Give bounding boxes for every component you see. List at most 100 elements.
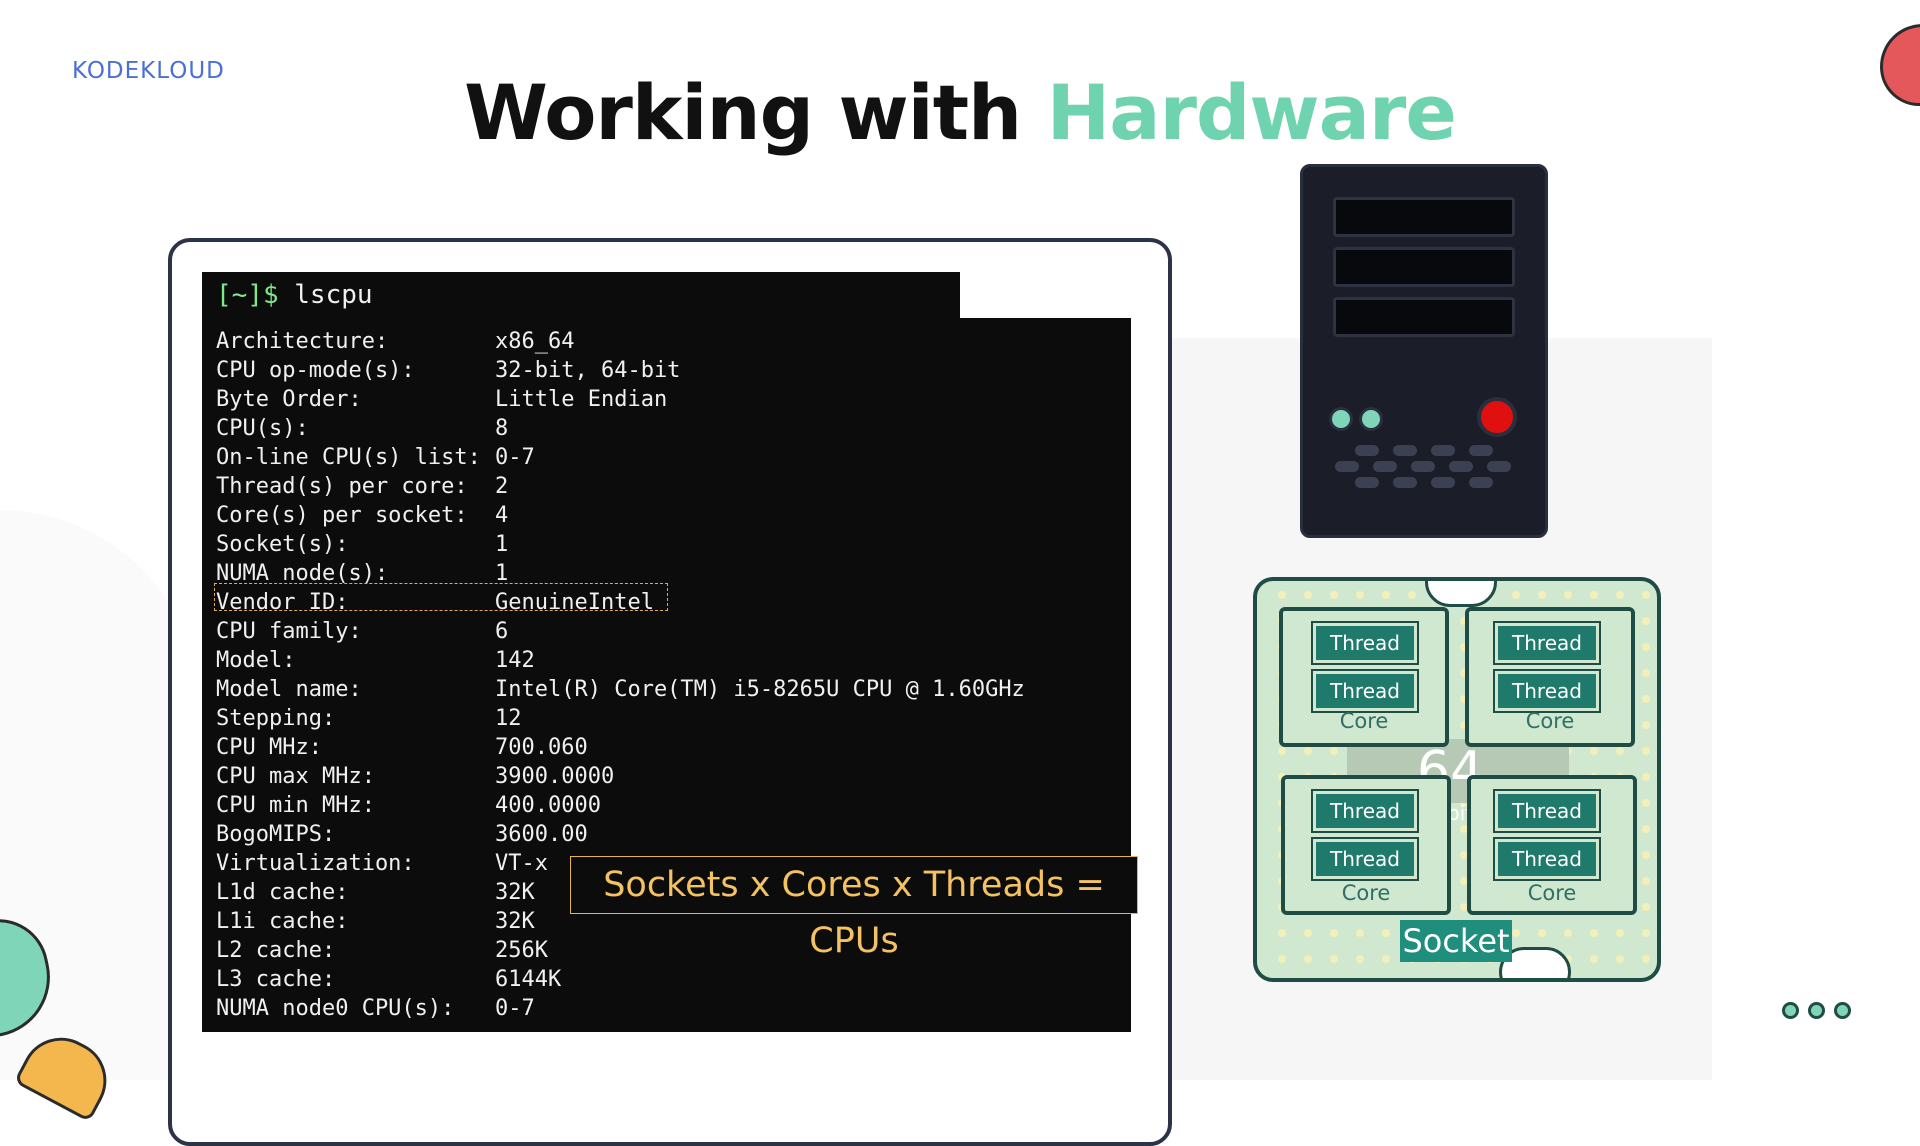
- socket-pin: [1590, 591, 1598, 599]
- vent-slot: [1373, 461, 1397, 472]
- lscpu-value: 32K: [495, 880, 535, 905]
- socket-pin: [1590, 747, 1598, 755]
- socket-pin: [1382, 591, 1390, 599]
- title-highlight: Hardware: [1046, 68, 1457, 157]
- lscpu-key: NUMA node0 CPU(s):: [216, 996, 455, 1021]
- lscpu-key: Model:: [216, 648, 296, 673]
- socket-pin: [1356, 955, 1364, 963]
- drive-bay: [1333, 197, 1515, 237]
- page-title: Working with Hardware: [0, 68, 1920, 157]
- socket-pin: [1616, 591, 1624, 599]
- lscpu-value: 256K: [495, 938, 548, 963]
- socket-pin: [1564, 955, 1572, 963]
- terminal-prompt-bar: [202, 272, 960, 322]
- power-button-icon: [1477, 397, 1517, 437]
- lscpu-value: 142: [495, 648, 535, 673]
- socket-label: Socket: [1400, 920, 1512, 962]
- socket-pin: [1382, 955, 1390, 963]
- vendor-id-highlight: [214, 583, 668, 611]
- socket-pin: [1330, 591, 1338, 599]
- vent-slot: [1393, 477, 1417, 488]
- socket-pin: [1538, 929, 1546, 937]
- more-dots-icon[interactable]: [1782, 1002, 1860, 1023]
- socket-pin: [1330, 747, 1338, 755]
- lscpu-key: Stepping:: [216, 706, 336, 731]
- lscpu-value: 1: [495, 561, 509, 586]
- socket-pin: [1356, 591, 1364, 599]
- socket-pin: [1642, 903, 1650, 911]
- core-box: Thread Thread Core: [1465, 607, 1635, 747]
- lscpu-key: Core(s) per socket:: [216, 503, 468, 528]
- lscpu-value: 700.060: [495, 735, 588, 760]
- core-label: Core: [1525, 709, 1575, 733]
- socket-pin: [1460, 903, 1468, 911]
- lscpu-key: Model name:: [216, 677, 362, 702]
- core-label: Core: [1527, 881, 1577, 905]
- lscpu-value: VT-x: [495, 851, 548, 876]
- lscpu-key: CPU(s):: [216, 416, 309, 441]
- lscpu-key: CPU max MHz:: [216, 764, 375, 789]
- socket-pin: [1642, 851, 1650, 859]
- socket-pin: [1564, 591, 1572, 599]
- vent-slot: [1355, 445, 1379, 456]
- socket-pin: [1304, 929, 1312, 937]
- lscpu-key: Byte Order:: [216, 387, 362, 412]
- lscpu-value: 2: [495, 474, 509, 499]
- socket-pin: [1642, 877, 1650, 885]
- socket-pin: [1330, 929, 1338, 937]
- core-box: Thread Thread Core: [1281, 775, 1451, 915]
- vent-slot: [1449, 461, 1473, 472]
- thread-box: Thread: [1495, 839, 1599, 879]
- socket-pin: [1460, 617, 1468, 625]
- socket-pin: [1642, 799, 1650, 807]
- lscpu-value: Intel(R) Core(TM) i5-8265U CPU @ 1.60GHz: [495, 677, 1025, 702]
- lscpu-value: Little Endian: [495, 387, 668, 412]
- socket-pin: [1642, 721, 1650, 729]
- dot-icon: [1834, 1002, 1851, 1019]
- title-text: Working with: [464, 68, 1047, 157]
- cpu-formula-callout: Sockets x Cores x Threads = CPUs: [570, 856, 1138, 961]
- socket-pin: [1642, 669, 1650, 677]
- lscpu-key: On-line CPU(s) list:: [216, 445, 481, 470]
- socket-pin: [1382, 929, 1390, 937]
- socket-pin: [1642, 825, 1650, 833]
- thread-box: Thread: [1313, 839, 1417, 879]
- vent-slot: [1431, 477, 1455, 488]
- lscpu-key: L3 cache:: [216, 967, 336, 992]
- lscpu-key: NUMA node(s):: [216, 561, 389, 586]
- thread-box: Thread: [1313, 671, 1417, 711]
- socket-pin: [1460, 643, 1468, 651]
- lscpu-value: 32K: [495, 909, 535, 934]
- lscpu-key: Architecture:: [216, 329, 389, 354]
- thread-box: Thread: [1495, 791, 1599, 831]
- socket-pin: [1460, 695, 1468, 703]
- vent-slot: [1469, 445, 1493, 456]
- socket-pin: [1616, 747, 1624, 755]
- kodekloud-logo: KODEKLOUD: [72, 58, 225, 84]
- socket-pin: [1538, 591, 1546, 599]
- socket-pin: [1460, 721, 1468, 729]
- lscpu-value: 3900.0000: [495, 764, 615, 789]
- thread-box: Thread: [1495, 671, 1599, 711]
- socket-pin: [1278, 747, 1286, 755]
- socket-pin: [1460, 669, 1468, 677]
- lscpu-value: 0-7: [495, 996, 535, 1021]
- socket-pin: [1408, 591, 1416, 599]
- socket-pin: [1330, 955, 1338, 963]
- lscpu-key: BogoMIPS:: [216, 822, 336, 847]
- socket-pin: [1642, 773, 1650, 781]
- socket-pin: [1278, 591, 1286, 599]
- core-label: Core: [1341, 881, 1391, 905]
- socket-notch-top: [1425, 581, 1497, 607]
- lscpu-value: 1: [495, 532, 509, 557]
- socket-pin: [1642, 929, 1650, 937]
- thread-box: Thread: [1495, 623, 1599, 663]
- socket-pin: [1642, 643, 1650, 651]
- lscpu-key: L1i cache:: [216, 909, 349, 934]
- socket-pin: [1356, 929, 1364, 937]
- socket-pin: [1278, 955, 1286, 963]
- lscpu-value: 6: [495, 619, 509, 644]
- socket-pin: [1460, 825, 1468, 833]
- thread-box: Thread: [1313, 623, 1417, 663]
- socket-pin: [1460, 851, 1468, 859]
